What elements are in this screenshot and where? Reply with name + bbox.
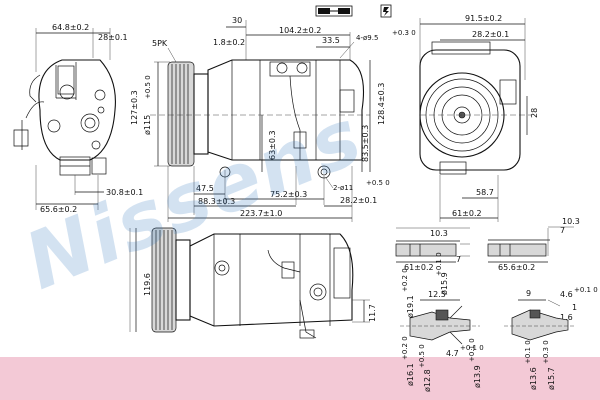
dim-fit-right-46-tol: +0.1 0: [574, 286, 598, 294]
port-detail-left: 10.3 61±0.2 7: [395, 227, 470, 272]
fitting-left: 12.5 ø15.9 +0.1 0 ø19.1 +0.2 0 ø16.1 +0.…: [400, 252, 484, 392]
dim-fit-right-136: ø13.6: [529, 367, 538, 390]
dim-left-width-total: 64.8±0.2: [52, 23, 89, 32]
port-detail-right: 10.3 7 65.6±0.2: [487, 217, 580, 272]
dim-port-top-7b: 7: [560, 226, 565, 235]
bottom-band: [0, 357, 600, 400]
dim-fit-left-1612: ø16.1: [406, 363, 415, 386]
dim-side-top-1042: 104.2±0.2: [279, 26, 321, 35]
dim-side-len-883: 88.3±0.3: [198, 197, 235, 206]
dim-side-hole-bottom-tol: +0.5 0: [366, 179, 390, 187]
dim-bottom-height-117: 11.7: [368, 304, 377, 322]
dim-side-len-475: 47.5: [196, 184, 214, 193]
side-view: 30 104.2±0.2 1.8±0.2 33.5 4-ø9.5 +0.3 0 …: [130, 16, 416, 222]
dim-right-width-915: 91.5±0.2: [465, 14, 502, 23]
dim-left-width-top: 28±0.1: [98, 33, 128, 42]
dim-right-width-61: 61±0.2: [452, 209, 482, 218]
dim-side-hole-top: 4-ø9.5: [356, 34, 378, 42]
dim-left-bottom-right: 30.8±0.1: [106, 188, 143, 197]
dim-fit-left-471: 4.7: [446, 349, 459, 358]
dim-fit-left-1391-tol: +0.1 0: [468, 338, 476, 362]
dim-side-top-18: 1.8±0.2: [213, 38, 245, 47]
right-view: 91.5±0.2 28.2±0.1 28 58.7 61±0.2: [419, 14, 539, 222]
dim-side-height-835: 83.5±0.3: [361, 125, 370, 162]
bottom-view: 119.6 11.7: [129, 227, 377, 339]
dim-fit-right-9: 9: [526, 289, 531, 298]
dim-side-height-63: 63±0.3: [268, 130, 277, 160]
dim-fit-left-1285-tol: +0.5 0: [418, 344, 426, 368]
compressor-icon: [315, 5, 353, 17]
dim-fit-right-157-tol: +0.3 0: [542, 340, 550, 364]
dim-port-top-103b: 10.3: [562, 217, 580, 226]
dim-side-len-282: 28.2±0.1: [340, 196, 377, 205]
dim-right-width-282: 28.2±0.1: [472, 30, 509, 39]
dim-fit-left-1612-tol: +0.2 0: [401, 336, 409, 360]
dim-fit-left-1285: ø12.8: [423, 369, 432, 392]
dim-side-height-127: 127±0.3: [130, 90, 139, 125]
bolt-icon: [380, 4, 392, 18]
dim-fit-left-1591-tol: +0.1 0: [435, 252, 443, 276]
dim-fit-left-471-tol: +0.1 0: [460, 344, 484, 352]
dim-fit-right-16: 1.6: [560, 313, 573, 322]
dim-port-top-7: 7: [456, 255, 461, 264]
dim-left-bottom-left: 65.6±0.2: [40, 205, 77, 214]
dim-side-hole-top-tol: +0.3 0: [392, 29, 416, 37]
dim-side-len-2237: 223.7±1.0: [240, 209, 282, 218]
fitting-right: 9 4.6 +0.1 0 1 1.6 ø13.6 +0.1 0 ø15.7 +0…: [504, 286, 598, 390]
dim-port-top-61: 61±0.2: [404, 263, 434, 272]
dim-right-height-28: 28: [530, 108, 539, 118]
dim-side-pulley-dia-tol: +0.5 0: [144, 75, 152, 99]
dim-fit-right-1: 1: [572, 303, 577, 312]
dim-fit-left-1912-tol: +0.2 0: [401, 268, 409, 292]
dim-side-pulley-dia: ø115: [143, 115, 152, 135]
dim-port-top-103: 10.3: [430, 229, 448, 238]
pulley-label: 5PK: [152, 39, 168, 48]
dim-fit-left-1591: ø15.9: [440, 272, 449, 295]
dim-side-hole-bottom: 2-ø11: [333, 184, 353, 192]
left-view: 64.8±0.2 28±0.1 65.6±0.2 30.8±0.1: [13, 23, 143, 214]
dim-fit-right-157: ø15.7: [547, 367, 556, 390]
dim-side-top-30: 30: [232, 16, 242, 25]
dim-fit-left-1391: ø13.9: [473, 365, 482, 388]
dim-right-width-587: 58.7: [476, 188, 494, 197]
dim-side-height-1284: 128.4±0.3: [377, 83, 386, 125]
dim-fit-left-1912: ø19.1: [406, 295, 415, 318]
dim-fit-right-46: 4.6: [560, 290, 573, 299]
dim-side-len-752: 75.2±0.3: [270, 190, 307, 199]
dim-fit-right-136-tol: +0.1 0: [524, 340, 532, 364]
dim-side-top-335: 33.5: [322, 36, 340, 45]
dim-port-top-656: 65.6±0.2: [498, 263, 535, 272]
dim-bottom-height-1196: 119.6: [143, 273, 152, 296]
dim-fit-left-125: 12.5: [428, 290, 446, 299]
